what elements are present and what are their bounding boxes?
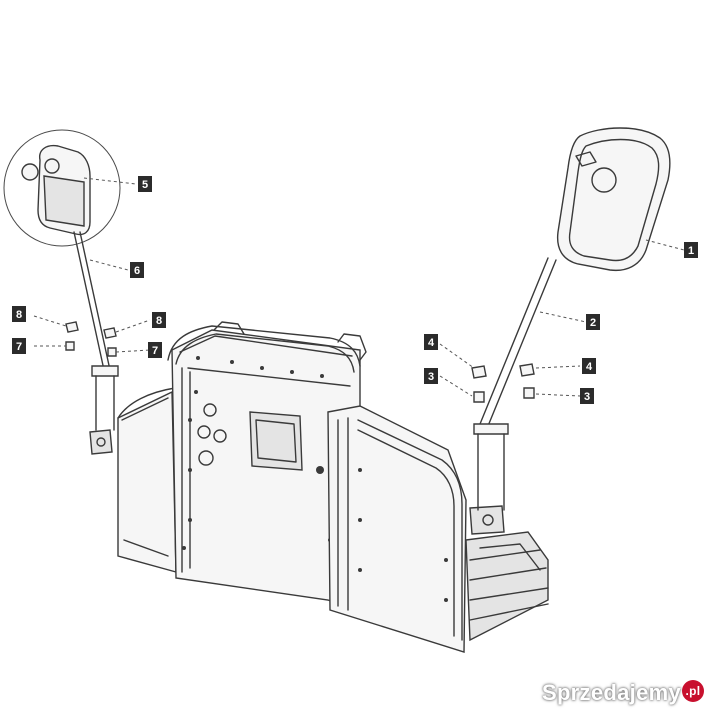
cab-frame <box>89 321 549 653</box>
callout-4-left-text: 4 <box>428 337 435 349</box>
callout-3-right-text: 3 <box>584 391 590 403</box>
callout-7-right: 7 <box>148 342 162 358</box>
callout-6: 6 <box>130 262 144 278</box>
callout-1: 1 <box>684 242 698 258</box>
watermark-suffix: .pl <box>682 680 704 702</box>
watermark-brand: Sprzedajemy <box>541 680 681 705</box>
leader-lines <box>33 177 685 397</box>
callout-7-left: 7 <box>12 338 26 354</box>
callout-8-right: 8 <box>152 312 166 328</box>
callout-7-right-text: 7 <box>152 345 158 357</box>
callout-3-right: 3 <box>580 388 594 404</box>
callout-5: 5 <box>138 176 152 192</box>
watermark: Sprzedajemy.pl <box>542 680 704 706</box>
callout-3-left-text: 3 <box>428 371 434 383</box>
callout-2-text: 2 <box>590 317 596 329</box>
callout-8-right-text: 8 <box>156 315 162 327</box>
callout-4-right-text: 4 <box>586 361 593 373</box>
right-mirror-assembly <box>471 127 671 511</box>
callout-1-text: 1 <box>688 245 694 257</box>
callout-8-left-text: 8 <box>16 309 22 321</box>
callout-7-left-text: 7 <box>16 341 22 353</box>
callout-2: 2 <box>586 314 600 330</box>
callout-6-text: 6 <box>134 265 140 277</box>
callout-4-left: 4 <box>424 334 438 350</box>
callout-8-left: 8 <box>12 306 26 322</box>
callout-5-text: 5 <box>142 179 148 191</box>
left-mirror-assembly <box>3 129 121 431</box>
callout-4-right: 4 <box>582 358 596 374</box>
callout-3-left: 3 <box>424 368 438 384</box>
